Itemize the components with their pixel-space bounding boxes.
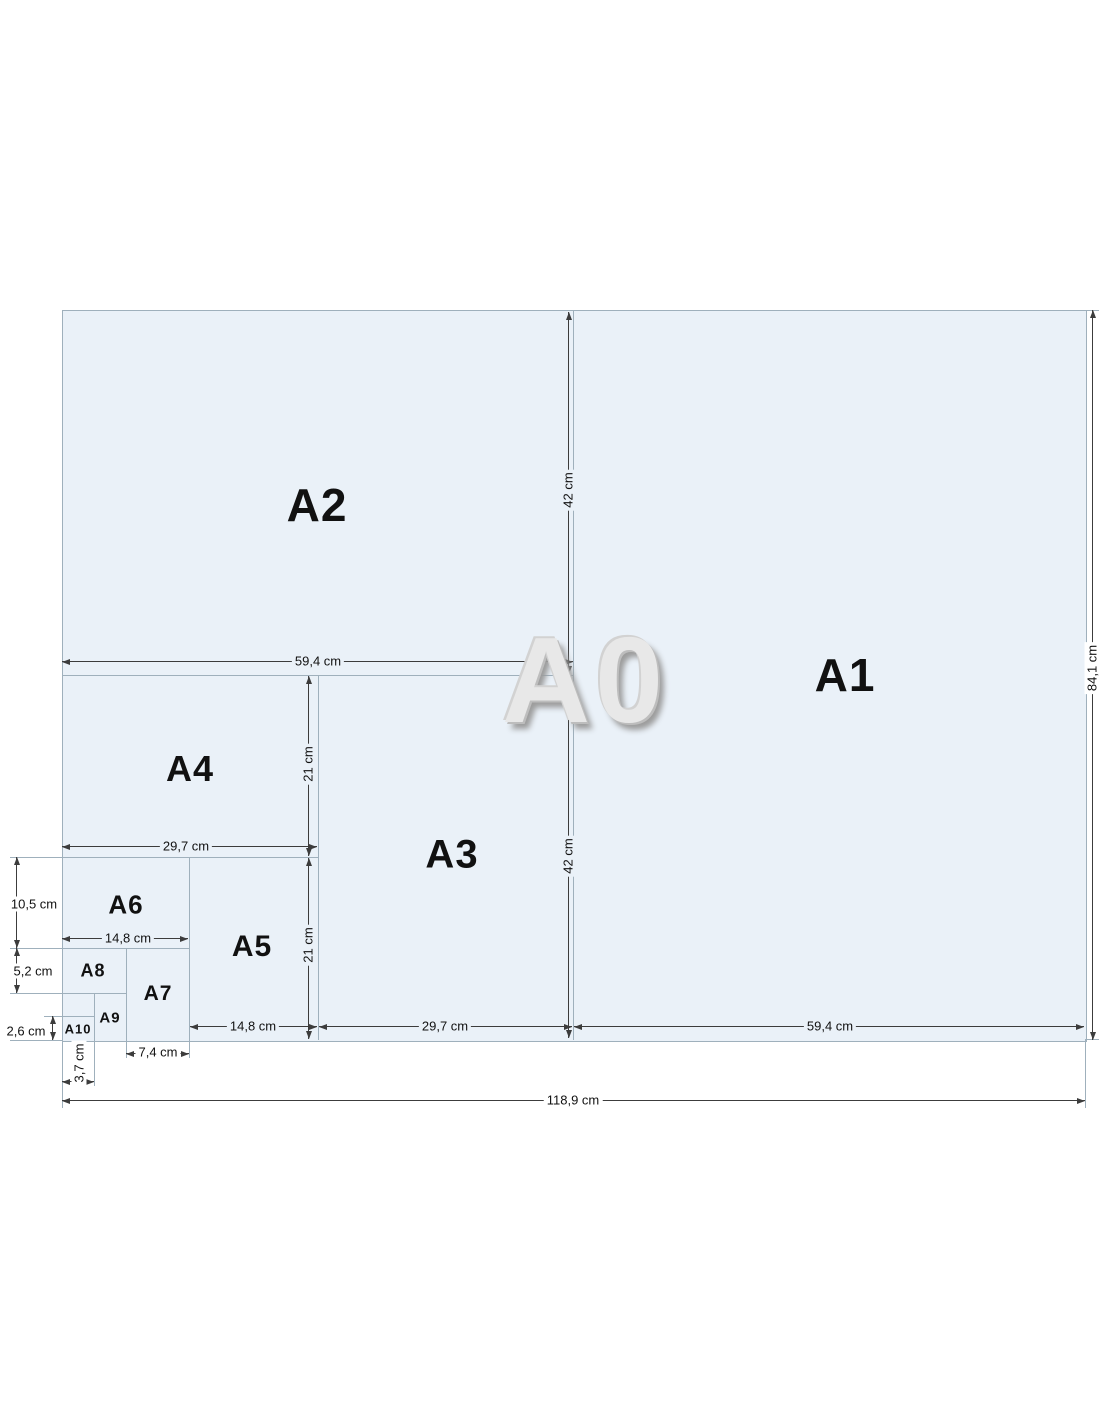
- dim-a9-width-label: 3,7 cm: [71, 1040, 87, 1086]
- dim-a6-height-label: 10,5 cm: [7, 896, 61, 912]
- divider-a7-left: [126, 948, 127, 1040]
- dim-a5-height-label: 21 cm: [300, 924, 316, 966]
- divider-a3-left: [318, 675, 319, 1040]
- paper-a6-label: A6: [108, 889, 144, 920]
- extension-line: [94, 1040, 95, 1086]
- dim-a10-height-line: [50, 1016, 56, 1040]
- extension-line: [1085, 1040, 1086, 1108]
- dim-a0-height-label: 84,1 cm: [1084, 641, 1100, 695]
- divider-a10-top: [62, 1016, 94, 1017]
- dim-a5-width-label: 14,8 cm: [226, 1018, 280, 1034]
- paper-a4-label: A4: [165, 748, 215, 789]
- extension-line: [10, 1040, 62, 1041]
- paper-a0-sheet: [62, 310, 1087, 1042]
- paper-a9-label: A9: [99, 1009, 121, 1027]
- divider-a4-bottom: [62, 857, 318, 858]
- dim-a3-width-label: 29,7 cm: [418, 1018, 472, 1034]
- extension-line: [62, 1040, 63, 1108]
- extension-line: [10, 993, 62, 994]
- dim-a1-width-label: 59,4 cm: [803, 1018, 857, 1034]
- paper-a5-label: A5: [231, 930, 273, 963]
- dim-a3-height-label: 42 cm: [560, 835, 576, 877]
- dim-a10-height-label: 2,6 cm: [3, 1023, 49, 1039]
- extension-line: [126, 1040, 127, 1058]
- dim-a4-height-label: 21 cm: [300, 743, 316, 785]
- dim-a6-width-label: 14,8 cm: [101, 930, 155, 946]
- dim-a2-width-label: 59,4 cm: [291, 653, 345, 669]
- paper-a7-label: A7: [143, 982, 173, 1005]
- paper-a2-label: A2: [286, 479, 348, 531]
- extension-line: [10, 857, 62, 858]
- divider-a9-left: [94, 993, 95, 1040]
- dim-a0-width-label: 118,9 cm: [543, 1092, 603, 1108]
- dim-a8-height-label: 5,2 cm: [10, 963, 56, 979]
- divider-a5-left: [189, 857, 190, 1040]
- dim-a7-width-label: 7,4 cm: [135, 1044, 181, 1060]
- paper-a1-label: A1: [814, 649, 876, 701]
- dim-a4-width-label: 29,7 cm: [159, 838, 213, 854]
- divider-a6-bottom: [62, 948, 189, 949]
- extension-line: [10, 948, 62, 949]
- paper-a8-label: A8: [80, 960, 106, 981]
- dim-a2-height-label: 42 cm: [560, 469, 576, 511]
- paper-a10-label: A10: [64, 1021, 92, 1037]
- paper-a3-label: A3: [425, 832, 479, 877]
- extension-line: [189, 1040, 190, 1058]
- paper-a0-watermark: A0: [502, 612, 668, 748]
